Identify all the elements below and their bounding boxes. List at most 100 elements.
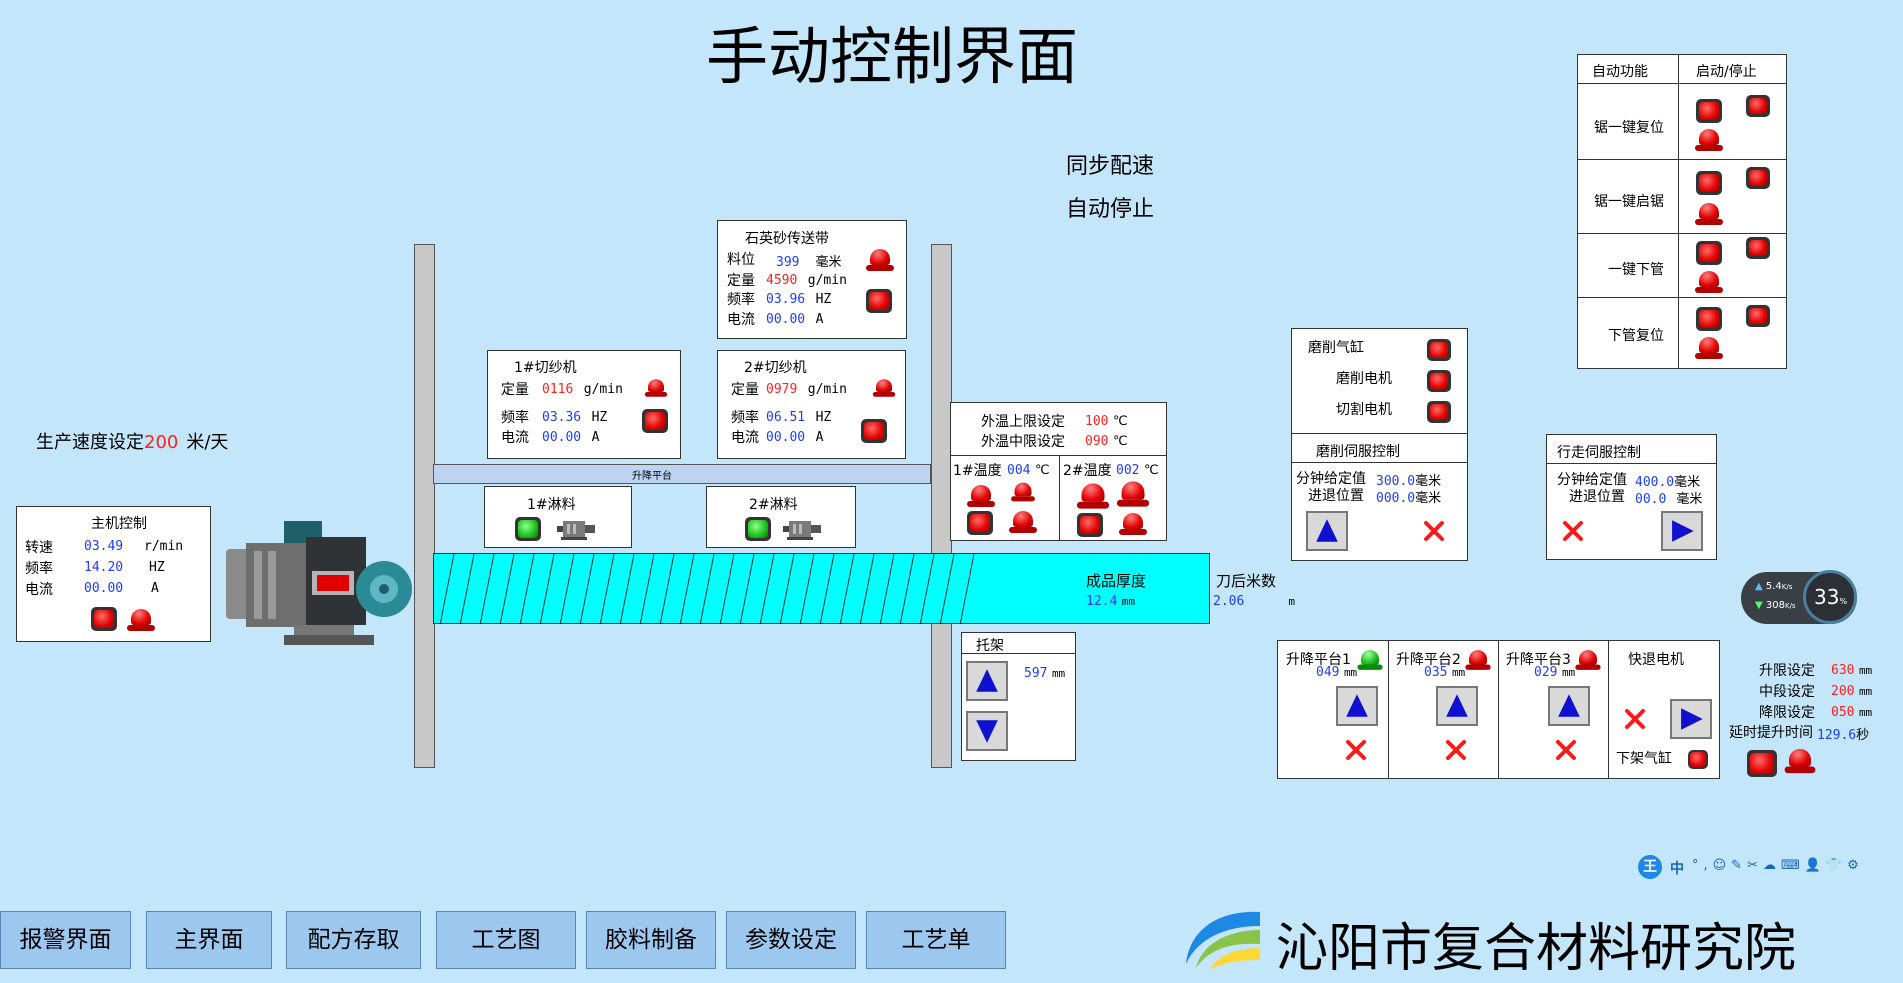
- nav-glue-prep[interactable]: 胶料制备: [586, 911, 716, 969]
- cutter2-lamp[interactable]: [872, 379, 896, 397]
- lift2-stop-icon[interactable]: [1444, 738, 1468, 762]
- nav-process-chart[interactable]: 工艺图: [436, 911, 576, 969]
- fast-retreat-forward-button[interactable]: [1670, 699, 1712, 739]
- temp-mid-value[interactable]: 090: [1085, 434, 1109, 449]
- saw-start-stop-button[interactable]: [1746, 167, 1770, 189]
- temp1-lamp-c[interactable]: [1009, 511, 1037, 533]
- temp2-lamp-c[interactable]: [1119, 513, 1147, 535]
- lift3-stop-icon[interactable]: [1554, 738, 1578, 762]
- lower-pipe-start-button[interactable]: [1696, 241, 1722, 265]
- saw-start-lamp[interactable]: [1695, 203, 1723, 225]
- grinding-motor-button[interactable]: [1427, 370, 1451, 392]
- pipe-reset-lamp[interactable]: [1695, 337, 1723, 359]
- lower-cylinder-button[interactable]: [1688, 750, 1708, 769]
- temp1-lamp-a[interactable]: [967, 485, 995, 507]
- nav-process-sheet[interactable]: 工艺单: [866, 911, 1006, 969]
- grinding-cylinder-button[interactable]: [1427, 339, 1451, 361]
- nav-params[interactable]: 参数设定: [726, 911, 856, 969]
- quartz-row-label: 电流: [727, 312, 755, 328]
- ime-logo-icon[interactable]: 王: [1638, 855, 1662, 879]
- quartz-lamp[interactable]: [866, 249, 894, 271]
- temp1-lamp-b[interactable]: [1011, 482, 1035, 502]
- ime-toolbar[interactable]: 王 中 °,☺✎✂☁⌨👤👕⚙: [1636, 854, 1903, 882]
- quartz-freq-value[interactable]: 03.96: [766, 292, 806, 307]
- cutter1-current-value[interactable]: 00.00: [542, 430, 582, 445]
- pipe-reset-stop-button[interactable]: [1746, 305, 1770, 327]
- temp2-lamp-a[interactable]: [1076, 483, 1110, 509]
- limit-upper-value[interactable]: 630: [1831, 663, 1855, 678]
- grinding-stop-icon[interactable]: [1422, 519, 1446, 543]
- main-freq-value[interactable]: 14.20: [84, 560, 124, 575]
- network-speed-widget[interactable]: ▲ 5.4K/s ▼ 308K/s 33%: [1741, 570, 1857, 624]
- temp2-button[interactable]: [1077, 513, 1103, 537]
- main-status-lamp[interactable]: [127, 609, 155, 631]
- lift2-up-button[interactable]: [1436, 686, 1478, 726]
- limit-lower-value[interactable]: 050: [1831, 705, 1855, 720]
- lift3-up-button[interactable]: [1548, 686, 1590, 726]
- quartz-quota-value[interactable]: 4590: [766, 273, 798, 288]
- main-current-value[interactable]: 00.00: [84, 581, 124, 596]
- ime-lang-toggle[interactable]: 中: [1670, 861, 1684, 877]
- limit-status-lamp[interactable]: [1784, 748, 1816, 774]
- main-start-button[interactable]: [91, 607, 117, 631]
- travel-stop-icon[interactable]: [1561, 519, 1585, 543]
- grinding-per-min-value[interactable]: 300.0: [1376, 474, 1416, 489]
- grinding-pos-value[interactable]: 000.0: [1376, 491, 1416, 506]
- saw-start-start-button[interactable]: [1696, 171, 1722, 195]
- grinding-forward-button[interactable]: [1306, 511, 1348, 551]
- spray1-button[interactable]: [515, 517, 541, 541]
- lift3-value[interactable]: 029: [1534, 665, 1558, 680]
- spray2-button[interactable]: [745, 517, 771, 541]
- meters-value[interactable]: 2.06: [1213, 594, 1245, 609]
- auto-stop-label[interactable]: 自动停止: [1066, 197, 1155, 222]
- lower-pipe-lamp[interactable]: [1695, 271, 1723, 293]
- production-speed-value[interactable]: 200: [144, 432, 179, 453]
- travel-per-min-value[interactable]: 400.0: [1635, 475, 1675, 490]
- temp1-button[interactable]: [967, 511, 993, 535]
- limit-mid-value[interactable]: 200: [1831, 684, 1855, 699]
- nav-main[interactable]: 主界面: [146, 911, 272, 969]
- travel-forward-button[interactable]: [1661, 511, 1703, 551]
- saw-reset-lamp[interactable]: [1695, 129, 1723, 151]
- lift2-value[interactable]: 035: [1424, 665, 1448, 680]
- nav-recipe[interactable]: 配方存取: [286, 911, 421, 969]
- nav-alarm[interactable]: 报警界面: [0, 911, 131, 969]
- pipe-reset-start-button[interactable]: [1696, 307, 1722, 331]
- cut-motor-button[interactable]: [1427, 401, 1451, 423]
- fast-retreat-stop-icon[interactable]: [1623, 707, 1647, 731]
- temp2-value[interactable]: 002: [1116, 463, 1140, 478]
- bracket-up-button[interactable]: [966, 661, 1008, 701]
- temp1-value[interactable]: 004: [1007, 463, 1031, 478]
- cutter1-button[interactable]: [642, 409, 668, 433]
- quartz-button[interactable]: [866, 289, 892, 313]
- limit-start-button[interactable]: [1747, 750, 1777, 777]
- saw-reset-stop-button[interactable]: [1746, 95, 1770, 117]
- cutter1-lamp[interactable]: [644, 379, 668, 397]
- temp-upper-value[interactable]: 100: [1085, 414, 1109, 429]
- lift2-lamp[interactable]: [1465, 650, 1491, 670]
- cutter2-button[interactable]: [861, 419, 887, 443]
- temp2-lamp-b[interactable]: [1116, 481, 1150, 507]
- cutter2-quota-value[interactable]: 0979: [766, 382, 798, 397]
- lower-pipe-stop-button[interactable]: [1746, 237, 1770, 259]
- saw-reset-start-button[interactable]: [1696, 99, 1722, 123]
- ime-tool-icons[interactable]: °,☺✎✂☁⌨👤👕⚙: [1692, 858, 1864, 873]
- bracket-value[interactable]: 597: [1024, 666, 1048, 681]
- thickness-value[interactable]: 12.4: [1086, 594, 1118, 609]
- lift1-lamp[interactable]: [1357, 650, 1383, 670]
- lift1-value[interactable]: 049: [1316, 665, 1340, 680]
- cutter1-freq-value[interactable]: 03.36: [542, 410, 582, 425]
- sync-speed-label[interactable]: 同步配速: [1066, 154, 1155, 179]
- cutter2-current-value[interactable]: 00.00: [766, 430, 806, 445]
- quartz-level-value[interactable]: 399: [776, 255, 800, 270]
- cutter1-quota-value[interactable]: 0116: [542, 382, 574, 397]
- main-speed-value[interactable]: 03.49: [84, 539, 124, 554]
- cutter2-freq-value[interactable]: 06.51: [766, 410, 806, 425]
- travel-pos-value[interactable]: 00.0: [1635, 492, 1667, 507]
- lift1-stop-icon[interactable]: [1344, 738, 1368, 762]
- bracket-down-button[interactable]: [966, 711, 1008, 751]
- delay-lift-value[interactable]: 129.6: [1817, 728, 1857, 743]
- lift3-lamp[interactable]: [1575, 650, 1601, 670]
- quartz-current-value[interactable]: 00.00: [766, 312, 806, 327]
- lift1-up-button[interactable]: [1336, 686, 1378, 726]
